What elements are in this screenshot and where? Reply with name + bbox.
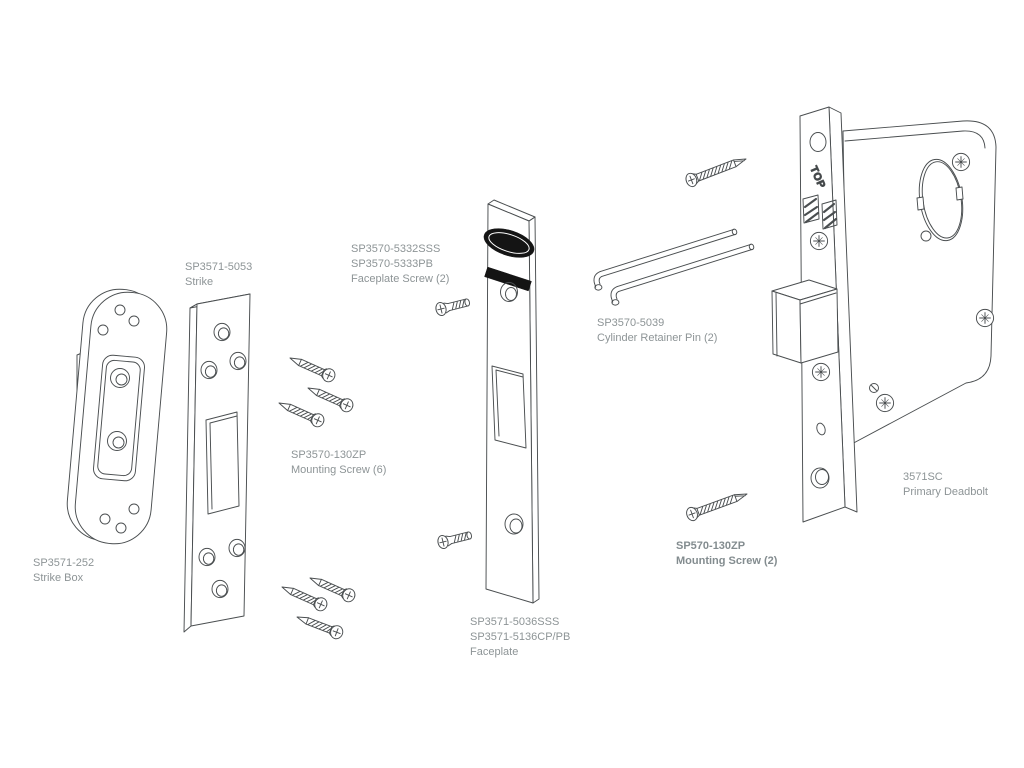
part-name: Primary Deadbolt [903,486,988,498]
label-mounting-screw-6: SP3570-130ZP Mounting Screw (6) [291,448,386,478]
strike-plate-drawing [183,293,251,633]
part-name: Faceplate [470,646,519,658]
part-name: Mounting Screw (6) [291,464,387,476]
brand-logo-bar [484,266,532,292]
strip-cutouts [802,194,838,230]
label-cylinder-retainer-pin: SP3570-5039 Cylinder Retainer Pin (2) [597,316,717,346]
brand-logo [483,228,535,292]
part-number: 3571SC [903,471,943,483]
part-name: Mounting Screw (2) [676,555,778,567]
faceplate-drawing [483,199,540,604]
part-number: SP3571-5053 [185,261,253,273]
mounting-screws-group-upper [275,351,356,430]
label-strike: SP3571-5053 Strike [185,260,252,290]
strike-box-drawing [66,288,168,545]
mounting-screws-group-lower [278,571,358,642]
part-number: SP3571-252 [33,557,95,569]
label-strike-box: SP3571-252 Strike Box [33,556,94,586]
part-number: SP3570-5333PB [351,258,433,270]
part-name: Faceplate Screw (2) [351,273,450,285]
part-number: SP3570-5332SSS [351,243,441,255]
label-primary-deadbolt: 3571SC Primary Deadbolt [903,470,988,500]
faceplate-screws-drawing [434,295,474,551]
label-mounting-screw-2: SP570-130ZP Mounting Screw (2) [676,539,777,569]
deadbolt-bolt [771,279,839,364]
label-faceplate-screw: SP3570-5332SSS SP3570-5333PB Faceplate S… [351,242,449,287]
part-name: Strike Box [33,572,84,584]
part-number: SP3571-5136CP/PB [470,631,571,643]
part-name: Cylinder Retainer Pin (2) [597,332,718,344]
part-number: SP3570-5039 [597,317,665,329]
part-number: SP3570-130ZP [291,449,367,461]
primary-deadbolt-drawing: TOP [771,106,997,523]
cylinder-cutout [916,158,964,242]
part-name: Strike [185,276,214,288]
part-number: SP570-130ZP [676,540,746,552]
part-number: SP3571-5036SSS [470,616,560,628]
label-faceplate: SP3571-5036SSS SP3571-5136CP/PB Faceplat… [470,615,570,660]
cylinder-retainer-pins-drawing [589,228,759,308]
